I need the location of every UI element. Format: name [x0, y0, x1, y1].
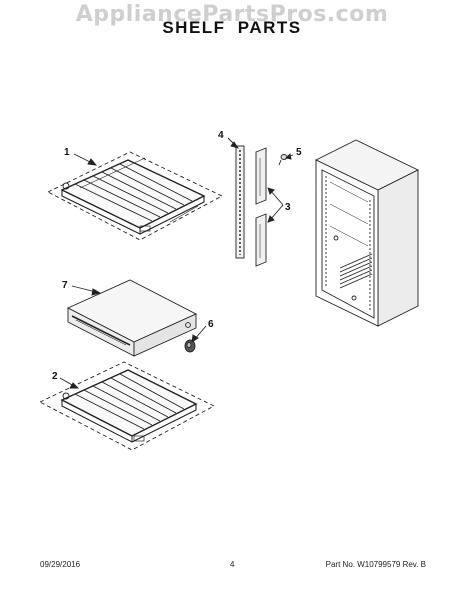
screw [278, 154, 288, 166]
callout-4: 4 [218, 130, 224, 141]
bracket [255, 147, 267, 267]
callout-2: 2 [52, 371, 58, 382]
knob [184, 339, 196, 353]
leader-arrows [59, 137, 294, 389]
callout-6: 6 [208, 319, 214, 330]
shelf-upper [47, 151, 223, 241]
footer-page-number: 4 [230, 560, 235, 569]
rail [235, 145, 245, 259]
shelf-lower [38, 361, 215, 451]
callout-5: 5 [296, 147, 302, 158]
page-title: SHELF PARTS [162, 18, 302, 37]
watermark: AppliancePartsPros.com [75, 2, 389, 27]
footer-part-number: Part No. W10799579 Rev. B [325, 560, 426, 569]
callout-7: 7 [62, 280, 68, 291]
cabinet [314, 139, 420, 327]
drawer-cover [66, 279, 198, 357]
callout-3: 3 [285, 202, 291, 213]
callout-1: 1 [64, 147, 70, 158]
footer-date: 09/29/2016 [40, 560, 81, 569]
